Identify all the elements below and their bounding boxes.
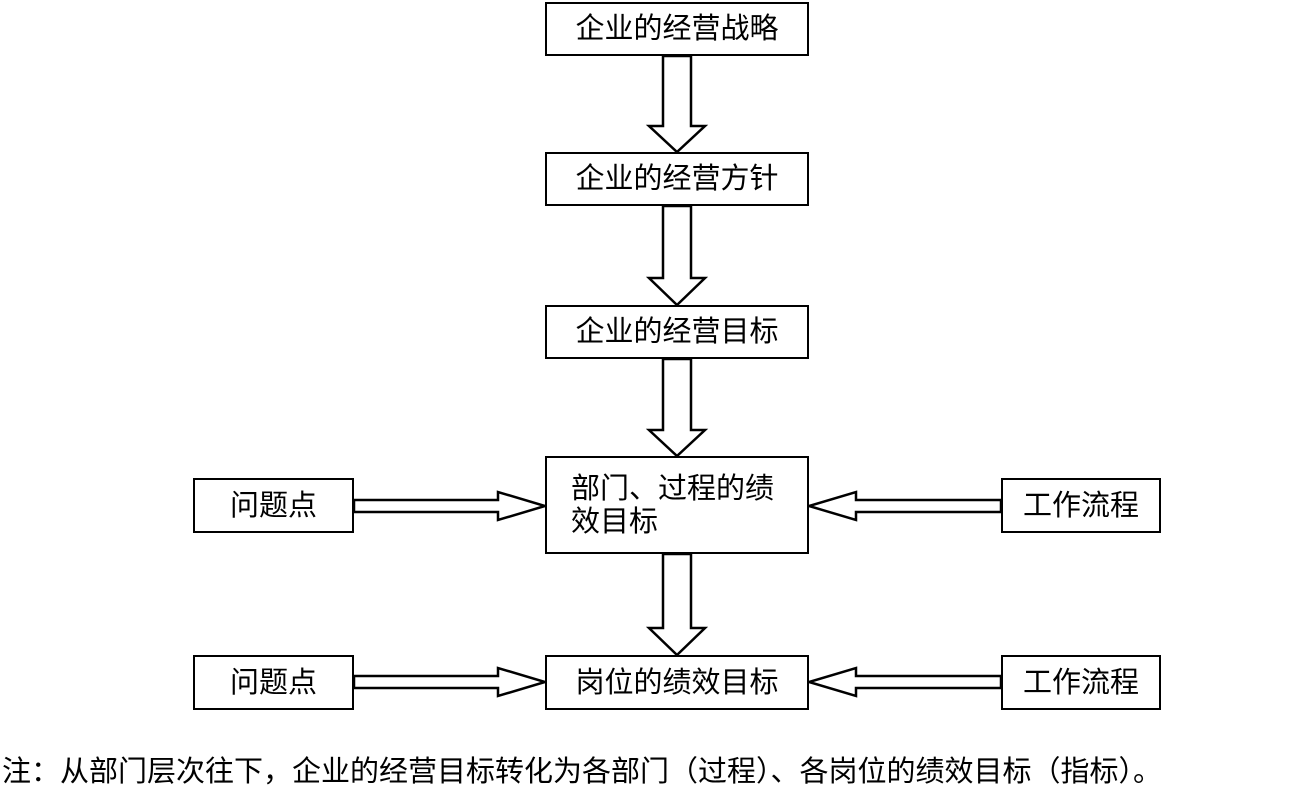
arrow-problem-to-dept [352, 490, 550, 522]
node-problem-points-upper: 问题点 [193, 478, 354, 533]
node-problem-points-upper-label: 问题点 [229, 487, 317, 522]
footnote: 注：从部门层次往下，企业的经营目标转化为各部门（过程）、各岗位的绩效目标（指标）… [2, 754, 1163, 788]
node-workflow-upper-label: 工作流程 [1022, 487, 1139, 522]
node-business-policy: 企业的经营方针 [545, 152, 809, 206]
node-problem-points-lower: 问题点 [193, 655, 354, 710]
arrow-policy-to-goal [645, 204, 709, 307]
node-business-goal: 企业的经营目标 [545, 305, 809, 359]
node-problem-points-lower-label: 问题点 [229, 664, 317, 699]
arrow-strategy-to-policy [645, 54, 709, 154]
arrow-dept-to-post [645, 552, 709, 657]
node-business-strategy-label: 企业的经营战略 [575, 11, 779, 46]
node-business-goal-label: 企业的经营目标 [575, 314, 779, 349]
node-post-performance-goal: 岗位的绩效目标 [545, 655, 809, 710]
arrow-workflow-to-dept [804, 490, 1003, 522]
node-business-policy-label: 企业的经营方针 [575, 161, 779, 196]
node-workflow-upper: 工作流程 [1001, 478, 1161, 533]
arrow-problem-to-post [352, 666, 550, 698]
node-department-performance-goal-label: 部门、过程的绩效目标 [571, 470, 775, 538]
node-business-strategy: 企业的经营战略 [545, 2, 809, 56]
node-post-performance-goal-label: 岗位的绩效目标 [575, 664, 779, 699]
node-workflow-lower-label: 工作流程 [1022, 664, 1139, 699]
node-workflow-lower: 工作流程 [1001, 655, 1161, 710]
arrow-workflow-to-post [804, 666, 1003, 698]
arrow-goal-to-dept [645, 357, 709, 458]
node-department-performance-goal: 部门、过程的绩效目标 [545, 456, 809, 554]
